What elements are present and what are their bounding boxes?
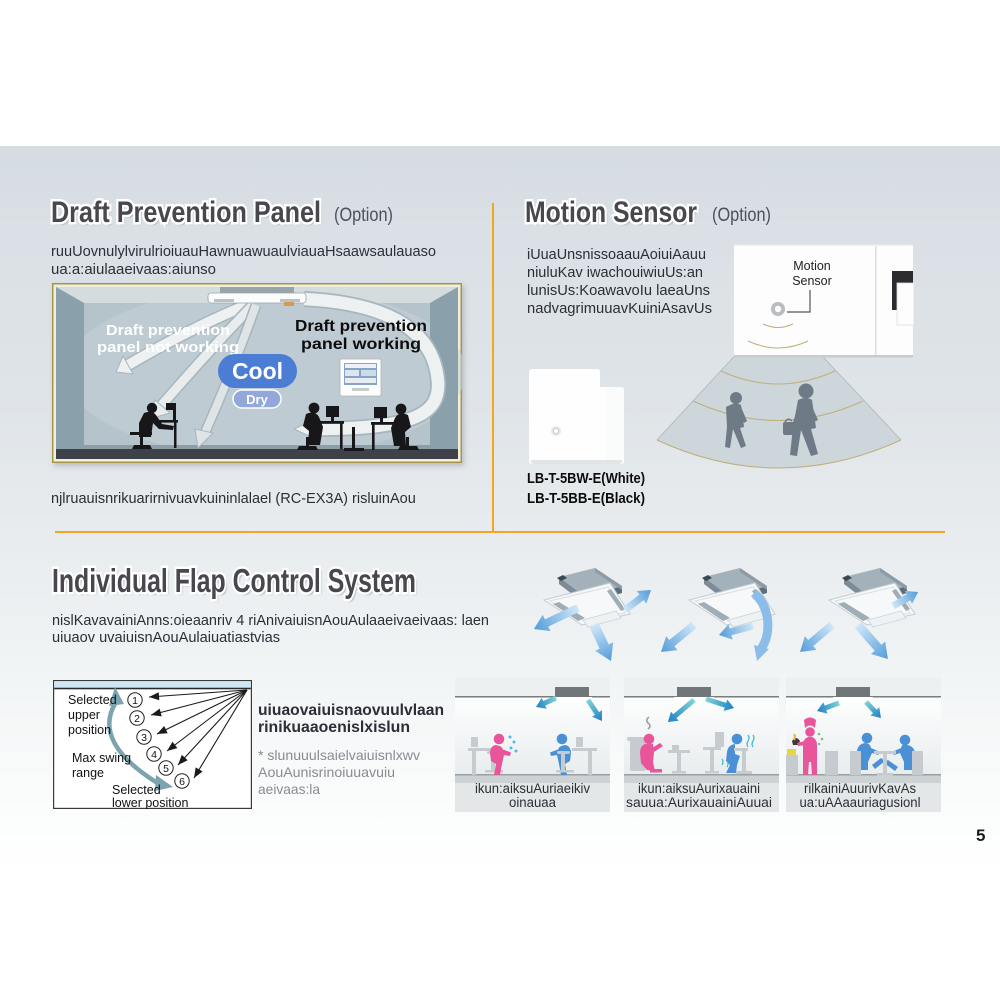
svg-text:Selected: Selected bbox=[68, 693, 117, 707]
svg-text:panel not working: panel not working bbox=[97, 339, 239, 356]
svg-text:position: position bbox=[68, 723, 111, 737]
svg-text:(Option): (Option) bbox=[334, 205, 393, 226]
svg-text:6: 6 bbox=[179, 776, 185, 788]
svg-text:lower position: lower position bbox=[112, 796, 188, 809]
svg-text:Draft Prevention Panel: Draft Prevention Panel bbox=[51, 196, 321, 229]
svg-text:Draft prevention: Draft prevention bbox=[295, 318, 427, 335]
svg-text:panel working: panel working bbox=[301, 336, 421, 353]
svg-text:upper: upper bbox=[68, 708, 100, 722]
svg-text:Cool: Cool bbox=[232, 358, 283, 384]
svg-text:Motion Sensor: Motion Sensor bbox=[527, 199, 699, 232]
svg-text:Draft prevention: Draft prevention bbox=[106, 322, 230, 339]
svg-text:Selected: Selected bbox=[112, 783, 161, 797]
svg-text:Individual Flap Control System: Individual Flap Control System bbox=[52, 562, 416, 599]
svg-text:5: 5 bbox=[163, 763, 169, 775]
svg-text:2: 2 bbox=[134, 713, 140, 725]
svg-text:Sensor: Sensor bbox=[792, 274, 832, 288]
svg-text:Draft Prevention Panel: Draft Prevention Panel bbox=[53, 199, 323, 232]
svg-text:Max swing: Max swing bbox=[72, 751, 131, 765]
svg-text:Dry: Dry bbox=[246, 392, 268, 407]
svg-text:Individual Flap Control System: Individual Flap Control System bbox=[54, 565, 418, 602]
svg-text:3: 3 bbox=[141, 732, 147, 744]
svg-text:range: range bbox=[72, 766, 104, 780]
svg-text:Motion: Motion bbox=[793, 259, 831, 273]
svg-text:(Option): (Option) bbox=[712, 205, 771, 226]
svg-text:4: 4 bbox=[151, 749, 157, 761]
svg-text:Motion Sensor: Motion Sensor bbox=[525, 196, 697, 229]
svg-text:1: 1 bbox=[132, 695, 138, 707]
